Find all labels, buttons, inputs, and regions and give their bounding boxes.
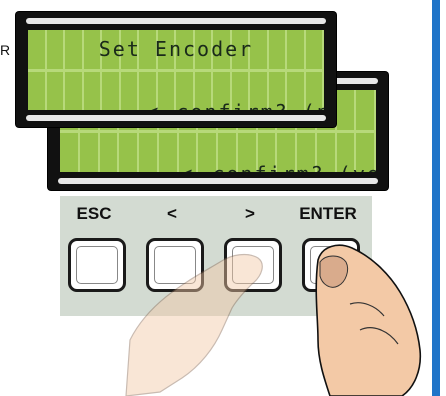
lcd-char-cell bbox=[297, 131, 317, 172]
lcd-front-confirm-text: confirm? (no) bbox=[176, 100, 324, 110]
lcd-char-cell bbox=[277, 131, 297, 172]
right-arrow-button[interactable] bbox=[224, 238, 282, 292]
lcd-char-cell bbox=[237, 131, 258, 172]
lcd-char-cell bbox=[198, 131, 218, 172]
keypad-panel: ESC < > ENTER bbox=[60, 196, 372, 316]
lcd-back-confirm-text: confirm? (yes) bbox=[212, 162, 376, 172]
lcd-char-cell bbox=[65, 30, 84, 70]
lcd-char-cell bbox=[305, 70, 324, 110]
lcd-char-cell bbox=[60, 131, 80, 172]
lcd-char-cell bbox=[194, 30, 213, 70]
lcd-char-cell bbox=[120, 70, 139, 110]
lcd-char-cell bbox=[102, 30, 121, 70]
lcd-char-cell bbox=[257, 131, 278, 172]
lcd-char-cell bbox=[178, 131, 199, 172]
lcd-front-title: Set Encoder bbox=[98, 37, 254, 61]
enter-button[interactable] bbox=[302, 238, 360, 292]
lcd-char-cell bbox=[250, 70, 269, 110]
esc-key-label: ESC bbox=[76, 204, 112, 223]
lcd-char-cell bbox=[139, 131, 159, 172]
lcd-char-cell bbox=[250, 30, 269, 70]
lcd-char-cell bbox=[356, 131, 376, 172]
lcd-char-cell bbox=[119, 131, 139, 172]
lcd-row-separator bbox=[60, 130, 376, 133]
lcd-char-cell bbox=[99, 131, 120, 172]
lcd-char-cell bbox=[83, 70, 102, 110]
lcd-rail-top bbox=[26, 18, 326, 24]
lcd-rail-bottom bbox=[58, 178, 378, 184]
lcd-char-cell bbox=[268, 70, 287, 110]
stray-text: R bbox=[0, 42, 11, 58]
lcd-char-cell bbox=[287, 30, 306, 70]
lcd-char-cell bbox=[268, 30, 287, 70]
lcd-char-cell bbox=[176, 70, 195, 110]
lcd-char-cell bbox=[213, 70, 232, 110]
lcd-char-cell bbox=[157, 70, 176, 110]
left-arrow-button[interactable] bbox=[146, 238, 204, 292]
lcd-char-cell bbox=[65, 70, 84, 110]
lcd-char-cell bbox=[218, 131, 238, 172]
lcd-front-line2: <confirm? (no)> bbox=[34, 76, 324, 110]
lcd-char-cell bbox=[231, 70, 250, 110]
lcd-front-left-arrow: < bbox=[146, 100, 160, 110]
lcd-cell-grid bbox=[28, 30, 324, 110]
lcd-char-cell bbox=[213, 30, 232, 70]
left-key-label: < bbox=[167, 204, 177, 223]
lcd-char-cell bbox=[79, 131, 100, 172]
lcd-screen-front: Set Encoder <confirm? (no)> bbox=[28, 30, 324, 110]
lcd-char-cell bbox=[336, 90, 357, 131]
lcd-char-cell bbox=[28, 30, 47, 70]
lcd-char-cell bbox=[336, 131, 357, 172]
enter-key-label: ENTER bbox=[299, 204, 357, 223]
lcd-char-cell bbox=[46, 70, 65, 110]
lcd-char-cell bbox=[316, 131, 337, 172]
lcd-char-cell bbox=[176, 30, 195, 70]
lcd-char-cell bbox=[194, 70, 213, 110]
lcd-row-separator bbox=[28, 69, 324, 72]
lcd-char-cell bbox=[231, 30, 250, 70]
lcd-char-cell bbox=[102, 70, 121, 110]
lcd-back-line2: <confirm? (yes)> bbox=[68, 138, 376, 172]
accent-sidebar bbox=[432, 0, 440, 396]
lcd-char-cell bbox=[158, 131, 179, 172]
lcd-char-cell bbox=[120, 30, 139, 70]
lcd-char-cell bbox=[139, 70, 158, 110]
lcd-char-cell bbox=[287, 70, 306, 110]
esc-button[interactable] bbox=[68, 238, 126, 292]
lcd-char-cell bbox=[83, 30, 102, 70]
lcd-rail-bottom bbox=[26, 115, 326, 121]
lcd-char-cell bbox=[139, 30, 158, 70]
lcd-back-left-arrow: < bbox=[180, 162, 194, 172]
lcd-char-cell bbox=[157, 30, 176, 70]
lcd-char-cell bbox=[28, 70, 47, 110]
lcd-display-front: Set Encoder <confirm? (no)> bbox=[16, 12, 336, 127]
lcd-char-cell bbox=[356, 90, 376, 131]
lcd-char-cell bbox=[46, 30, 65, 70]
lcd-char-cell bbox=[305, 30, 324, 70]
right-key-label: > bbox=[245, 204, 255, 223]
